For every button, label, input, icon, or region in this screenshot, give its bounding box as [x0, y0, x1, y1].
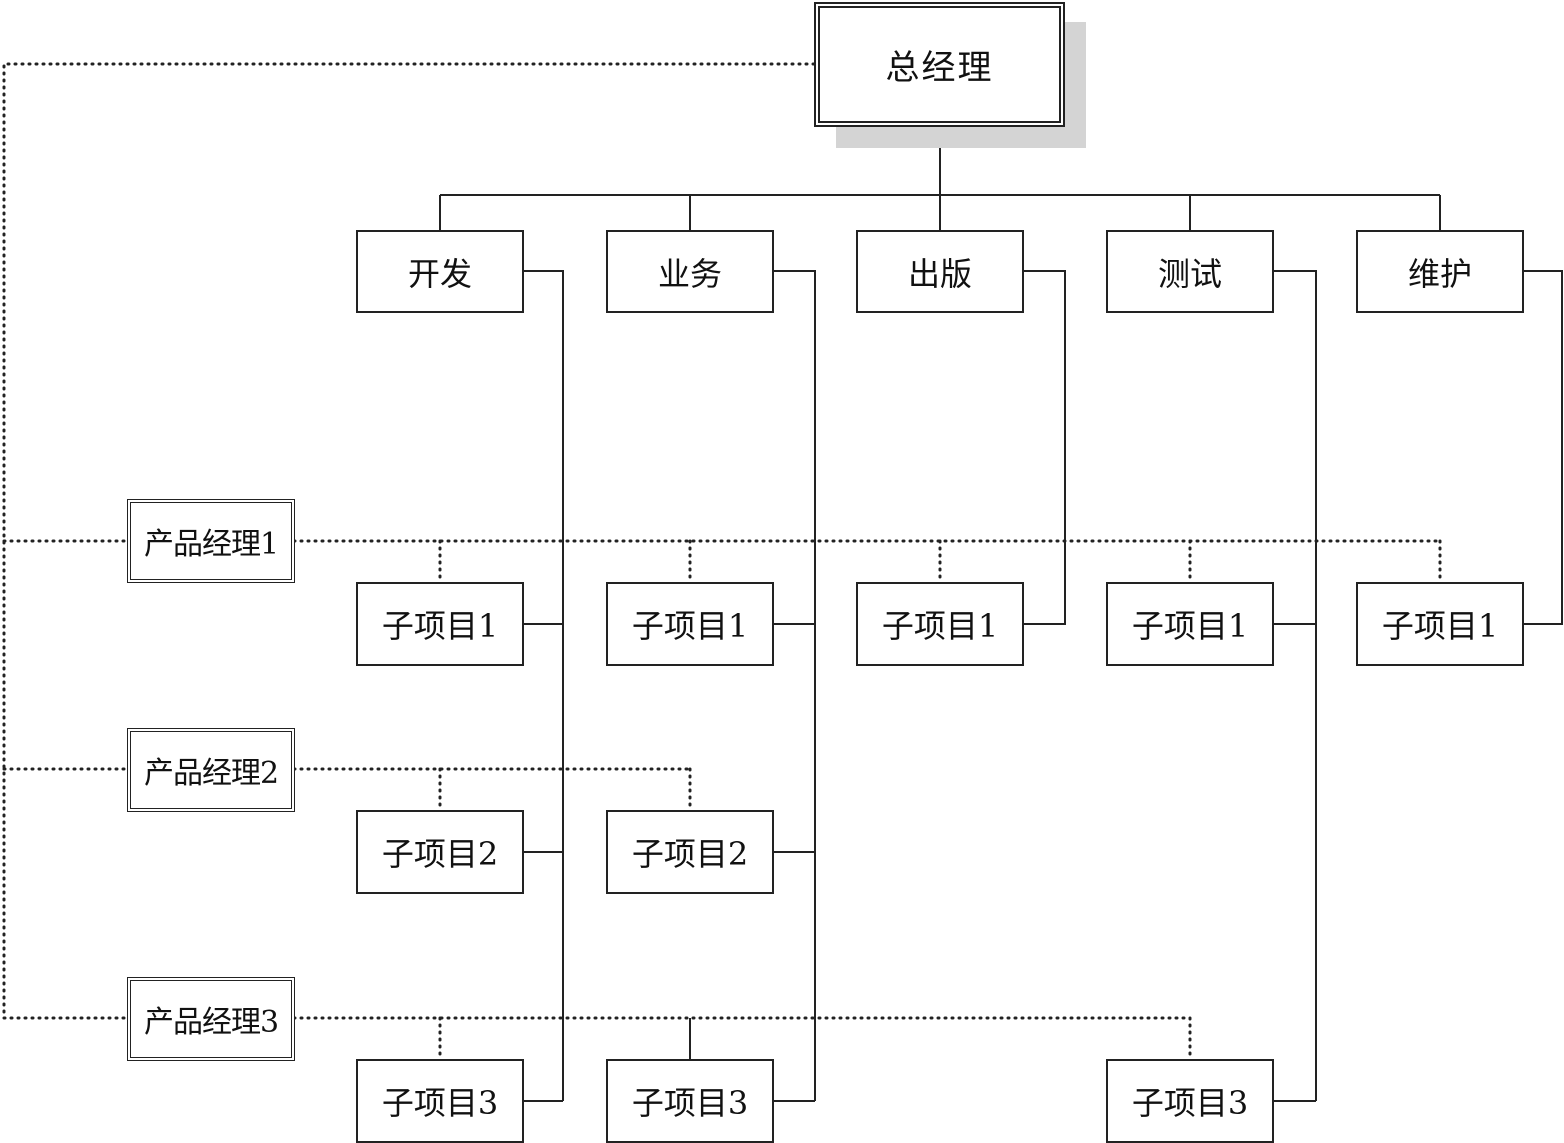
dept-yewu-box: 业务 [606, 230, 774, 313]
product-manager-2-label: 产品经理2 [143, 756, 279, 791]
subproject-yewu-2-label: 子项目2 [631, 835, 749, 873]
dept-ceshi-label: 测试 [1157, 254, 1222, 293]
subproject-ceshi-1-box: 子项目1 [1106, 582, 1274, 666]
subproject-yewu-1-label: 子项目1 [631, 607, 749, 645]
subproject-kaifa-1-label: 子项目1 [381, 607, 499, 645]
kaifa-subproject-bus [522, 270, 564, 1102]
subproject-kaifa-3-box: 子项目3 [356, 1059, 524, 1143]
subproject-kaifa-2-label: 子项目2 [381, 835, 499, 873]
subproject-chuban-1-box: 子项目1 [856, 582, 1024, 666]
product-manager-1-box: 产品经理1 [127, 499, 295, 583]
dept-chuban-label: 出版 [907, 254, 972, 293]
subproject-yewu-2-box: 子项目2 [606, 810, 774, 894]
dept-weihu-label: 维护 [1407, 254, 1472, 293]
dept-yewu-label: 业务 [657, 254, 722, 293]
chuban-subproject-bus [1022, 270, 1066, 625]
subproject-kaifa-2-box: 子项目2 [356, 810, 524, 894]
general-manager-box: 总经理 [814, 2, 1065, 127]
product-manager-1-label: 产品经理1 [143, 527, 279, 562]
subproject-kaifa-1-box: 子项目1 [356, 582, 524, 666]
dept-kaifa-label: 开发 [407, 254, 472, 293]
ceshi-subproject-bus [1272, 270, 1317, 1102]
yewu-subproject-bus [772, 270, 816, 1102]
dept-kaifa-box: 开发 [356, 230, 524, 313]
pm3-dotted-drops [438, 1016, 1192, 1059]
weihu-subproject-bus [1522, 270, 1563, 625]
pm2-dotted-drops [438, 767, 692, 810]
subproject-ceshi-1-label: 子项目1 [1131, 607, 1249, 645]
subproject-yewu-1-box: 子项目1 [606, 582, 774, 666]
subproject-yewu-3-label: 子项目3 [631, 1084, 749, 1122]
dept-weihu-box: 维护 [1356, 230, 1524, 313]
general-manager-label: 总经理 [885, 48, 994, 88]
dept-chuban-box: 出版 [856, 230, 1024, 313]
subproject-chuban-1-label: 子项目1 [881, 607, 999, 645]
product-manager-3-box: 产品经理3 [127, 977, 295, 1061]
subproject-kaifa-3-label: 子项目3 [381, 1084, 499, 1122]
subproject-weihu-1-label: 子项目1 [1381, 607, 1499, 645]
product-manager-2-box: 产品经理2 [127, 728, 295, 812]
dept-ceshi-box: 测试 [1106, 230, 1274, 313]
subproject-yewu-3-box: 子项目3 [606, 1059, 774, 1143]
subproject-ceshi-3-box: 子项目3 [1106, 1059, 1274, 1143]
subproject-weihu-1-box: 子项目1 [1356, 582, 1524, 666]
product-manager-3-label: 产品经理3 [143, 1005, 279, 1040]
pm1-dotted-drops [438, 539, 1442, 582]
subproject-ceshi-3-label: 子项目3 [1131, 1084, 1249, 1122]
